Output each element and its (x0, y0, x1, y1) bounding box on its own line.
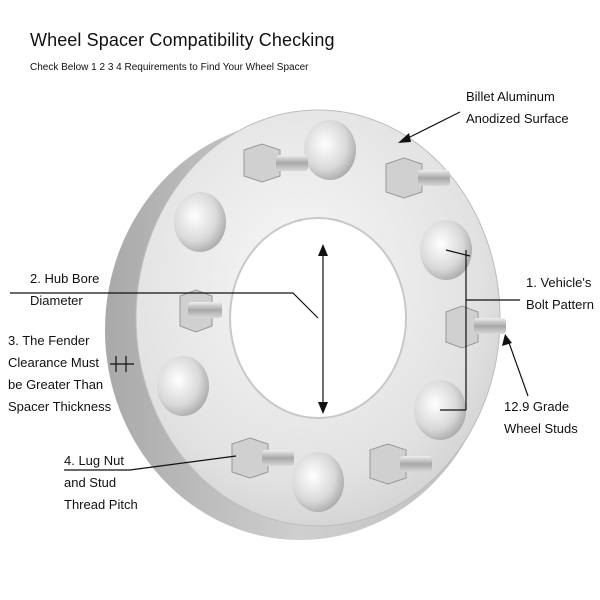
callout-lug-nut-line-3: Thread Pitch (64, 497, 138, 512)
hub-bore-arrow-bottom (318, 402, 328, 414)
studs-arrowhead (502, 334, 512, 346)
callout-fender-line-1: 3. The Fender (8, 333, 90, 348)
callout-studs-line-1: 12.9 Grade (504, 399, 570, 414)
callout-lug-nut: 4. Lug Nut and Stud Thread Pitch (64, 450, 138, 516)
callout-lug-nut-line-1: 4. Lug Nut (64, 453, 124, 468)
stud (179, 289, 222, 333)
stud (445, 305, 506, 349)
hub-bore-arrow-top (318, 244, 328, 256)
callout-bolt-pattern-line-1: 1. Vehicle's (526, 275, 592, 290)
stud (385, 157, 450, 199)
lug-nut-leader (64, 455, 237, 471)
page-title: Wheel Spacer Compatibility Checking (30, 30, 335, 50)
callout-hub-bore: 2. Hub Bore Diameter (30, 268, 99, 312)
callout-fender-line-4: Spacer Thickness (8, 399, 112, 414)
bolt-pattern-hole-line-top (445, 249, 471, 257)
callout-studs-line-2: Wheel Studs (504, 421, 578, 436)
callout-bolt-pattern-line-2: Bolt Pattern (526, 297, 594, 312)
callout-lines (10, 111, 529, 471)
callout-material: Billet Aluminum Anodized Surface (466, 86, 569, 130)
callout-fender-line-3: be Greater Than (8, 377, 104, 392)
callout-material-line-2: Anodized Surface (466, 111, 569, 126)
stud (231, 437, 294, 479)
wheel-studs (179, 143, 506, 485)
callout-fender-line-2: Clearance Must (8, 355, 100, 370)
studs-leader (507, 339, 529, 397)
stud (369, 443, 432, 485)
callout-material-line-1: Billet Aluminum (466, 89, 555, 104)
callout-lug-nut-line-2: and Stud (64, 475, 117, 490)
callout-fender-clearance: 3. The Fender Clearance Must be Greater … (8, 330, 111, 418)
callout-bolt-pattern: 1. Vehicle's Bolt Pattern (526, 272, 594, 316)
material-arrowhead (398, 133, 411, 143)
material-leader (403, 111, 461, 141)
stud (243, 143, 308, 183)
callout-wheel-studs: 12.9 Grade Wheel Studs (504, 396, 578, 440)
page-subtitle: Check Below 1 2 3 4 Requirements to Find… (30, 62, 309, 73)
hub-bore-leader (10, 292, 319, 319)
callout-hub-bore-line-2: Diameter (30, 293, 83, 308)
callout-hub-bore-line-1: 2. Hub Bore (30, 271, 100, 286)
